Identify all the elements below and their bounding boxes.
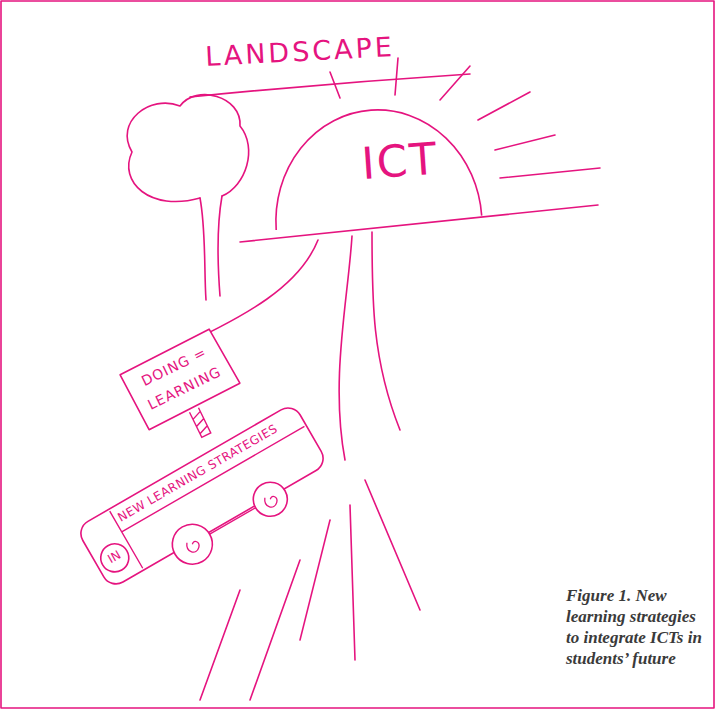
sign-post xyxy=(190,408,211,438)
badge-outline xyxy=(96,539,134,577)
landscape-underline xyxy=(190,74,470,97)
bus-wheel xyxy=(247,476,293,522)
bus-stripe xyxy=(110,406,326,569)
node-text: ICT xyxy=(360,129,473,190)
sun-ray xyxy=(440,66,470,100)
sun-ray xyxy=(330,72,340,98)
road-edge xyxy=(339,236,352,460)
road-line xyxy=(350,505,355,660)
road-line xyxy=(372,232,400,430)
bus-body xyxy=(76,403,328,589)
sign-outline xyxy=(119,327,241,430)
sun-ray xyxy=(478,92,530,120)
tree-canopy xyxy=(127,95,248,202)
wheel-spiral xyxy=(263,493,279,509)
road-line xyxy=(200,590,240,700)
road-edge xyxy=(168,240,318,352)
road-line xyxy=(250,560,300,700)
figure-caption: Figure 1. New learning strategies to int… xyxy=(566,585,708,669)
sun-ray xyxy=(395,58,398,95)
bus-wheel xyxy=(165,517,220,572)
sun-ray xyxy=(500,168,600,178)
tree-trunk xyxy=(200,196,222,300)
road-line xyxy=(300,520,330,640)
sign-board: DOING = LEARNING xyxy=(117,325,244,433)
wheel-spiral xyxy=(185,538,201,554)
sun-outline xyxy=(268,103,481,230)
sun-node: ICT xyxy=(266,101,484,232)
road-line xyxy=(365,480,420,610)
landscape-label: LANDSCAPE xyxy=(204,31,395,72)
sun-ray xyxy=(495,135,555,150)
